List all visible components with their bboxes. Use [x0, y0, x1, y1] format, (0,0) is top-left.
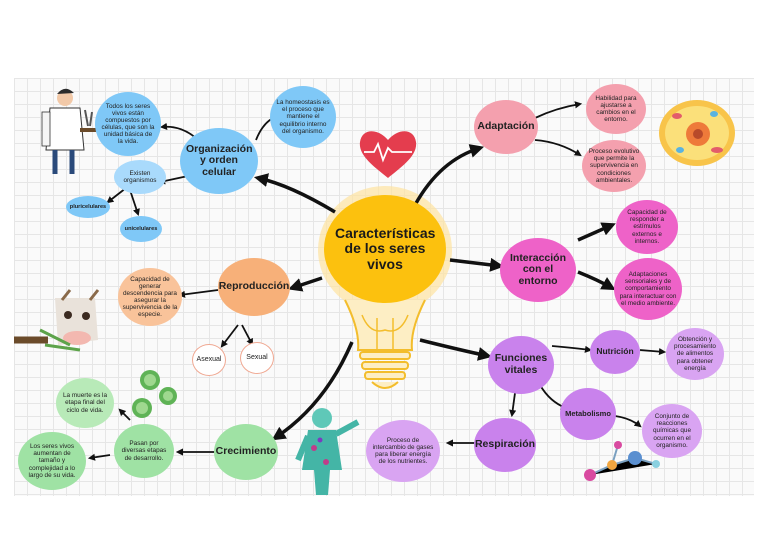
- node-proceso-evolutivo: Proceso evolutivo que permite la supervi…: [582, 140, 646, 192]
- human-body-icon: [295, 408, 360, 495]
- central-title: Características de los seres vivos: [335, 224, 436, 272]
- node-capacidad-descendencia: Capacidad de generar descendencia para a…: [118, 268, 182, 326]
- microorganisms-icon: [132, 370, 177, 418]
- node-adaptacion: Adaptación: [474, 100, 538, 154]
- node-habilidad: Habilidad para ajustarse a cambios en el…: [586, 84, 646, 134]
- node-asexual: Asexual: [192, 344, 226, 376]
- node-interaccion: Interacción con el entorno: [500, 238, 576, 302]
- node-homeostasis: La homeostasis es el proceso que mantien…: [270, 86, 336, 148]
- node-respiracion-desc: Proceso de intercambio de gases para lib…: [366, 420, 440, 482]
- node-sexual: Sexual: [240, 342, 274, 374]
- arrow-to-capacidad: [577, 222, 616, 242]
- node-reproduccion: Reproducción: [218, 258, 290, 316]
- arrow-to-funciones: [419, 338, 493, 361]
- molecule-icon: [584, 441, 660, 481]
- node-respiracion: Respiración: [474, 418, 536, 472]
- cow-icon: [14, 289, 100, 352]
- heart-icon: [359, 131, 417, 178]
- node-pluricelulares: pluricelulares: [66, 196, 110, 218]
- node-capacidad-responder: Capacidad de responder a estímulos exter…: [616, 200, 678, 254]
- node-todos-celulas: Todos los seres vivos están compuestos p…: [95, 92, 161, 156]
- arrow-to-adaptacion: [413, 144, 485, 206]
- node-metabolismo-desc: Conjunto de reacciones químicas que ocur…: [642, 404, 702, 458]
- central-node: Características de los seres vivos: [324, 195, 446, 303]
- arrow-to-adaptaciones: [577, 270, 616, 291]
- node-muerte: La muerte es la etapa final del ciclo de…: [56, 378, 114, 428]
- node-aumentan-tamano: Los seres vivos aumentan de tamaño y com…: [18, 432, 86, 490]
- node-metabolismo: Metabolismo: [560, 388, 616, 440]
- node-unicelulares: unicelulares: [120, 216, 162, 242]
- node-nutricion-desc: Obtención y procesamiento de alimentos p…: [666, 328, 724, 380]
- node-organizacion: Organización y orden celular: [180, 128, 258, 194]
- node-funciones-vitales: Funciones vitales: [488, 336, 554, 394]
- arrow-to-reproduccion: [288, 276, 323, 292]
- node-nutricion: Nutrición: [590, 330, 640, 374]
- scientist-icon: [41, 88, 98, 174]
- node-adaptaciones-sensoriales: Adaptaciones sensoriales y de comportami…: [614, 258, 682, 320]
- arrow-to-organizacion: [253, 173, 336, 214]
- node-crecimiento: Crecimiento: [214, 424, 278, 480]
- arrow-to-crecimiento: [271, 341, 354, 441]
- node-pasan-etapas: Pasan por diversas etapas de desarrollo.: [114, 424, 174, 478]
- cell-icon: [659, 100, 735, 166]
- arrow-to-interaccion: [449, 257, 505, 272]
- node-existen-organismos: Existen organismos: [114, 160, 166, 194]
